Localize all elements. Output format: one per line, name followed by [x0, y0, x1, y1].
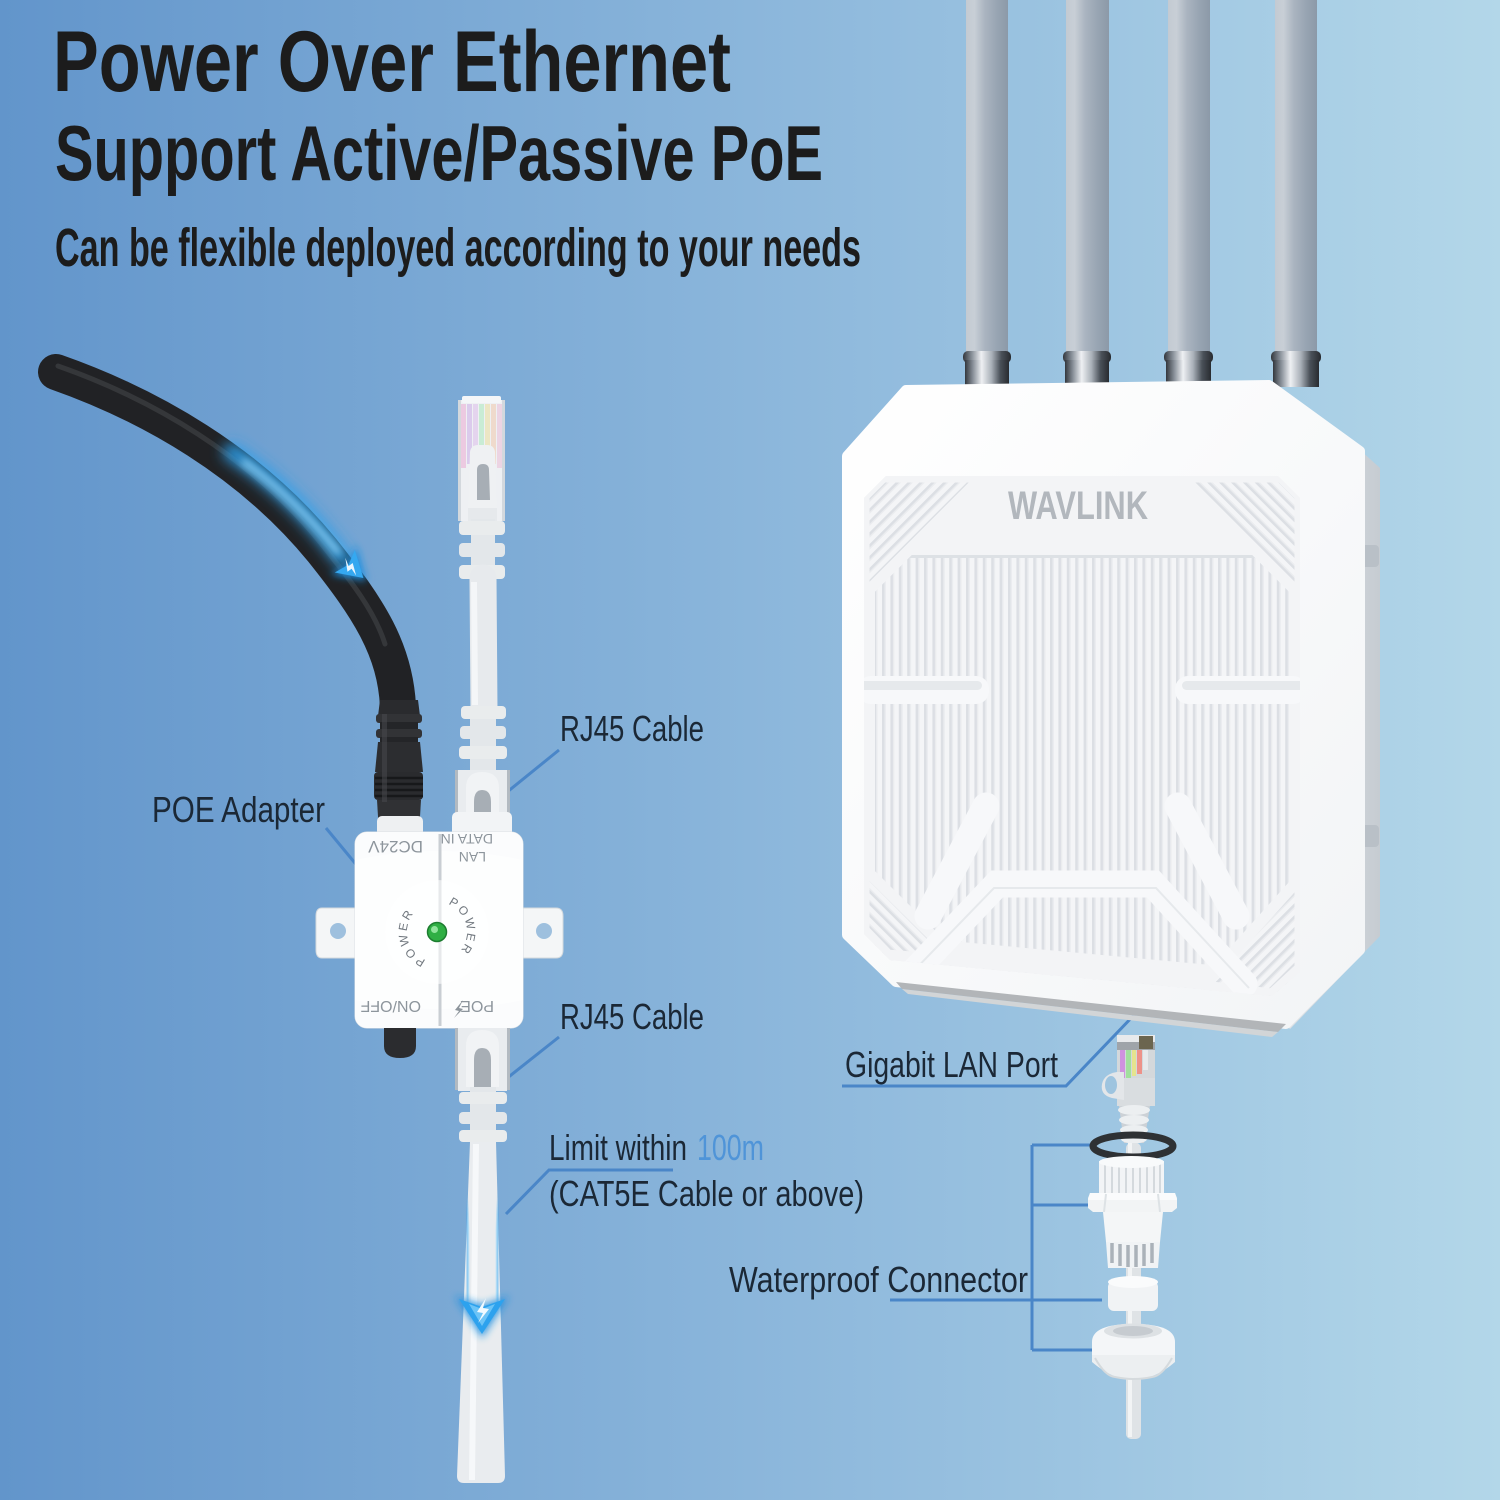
svg-text:ON/OFF: ON/OFF — [360, 997, 421, 1014]
svg-text:Gigabit LAN Port: Gigabit LAN Port — [845, 1044, 1058, 1085]
svg-text:DATA IN: DATA IN — [441, 831, 493, 847]
svg-text:DC24V: DC24V — [368, 837, 423, 856]
svg-text:WAVLINK: WAVLINK — [1008, 484, 1148, 528]
svg-text:Power Over Ethernet: Power Over Ethernet — [53, 14, 731, 110]
svg-text:Can be flexible deployed accor: Can be flexible deployed according to yo… — [55, 218, 861, 278]
svg-text:100m: 100m — [697, 1127, 764, 1168]
svg-text:RJ45 Cable: RJ45 Cable — [560, 708, 704, 749]
svg-text:Support Active/Passive PoE: Support Active/Passive PoE — [55, 109, 823, 197]
svg-text:(CAT5E Cable or above): (CAT5E Cable or above) — [549, 1173, 864, 1214]
svg-text:LAN: LAN — [459, 849, 486, 865]
svg-text:Waterproof Connector: Waterproof Connector — [729, 1259, 1028, 1300]
svg-text:POE: POE — [460, 997, 494, 1014]
svg-text:POE Adapter: POE Adapter — [152, 789, 325, 830]
svg-text:RJ45 Cable: RJ45 Cable — [560, 996, 704, 1037]
svg-text:Limit within: Limit within — [549, 1127, 687, 1168]
